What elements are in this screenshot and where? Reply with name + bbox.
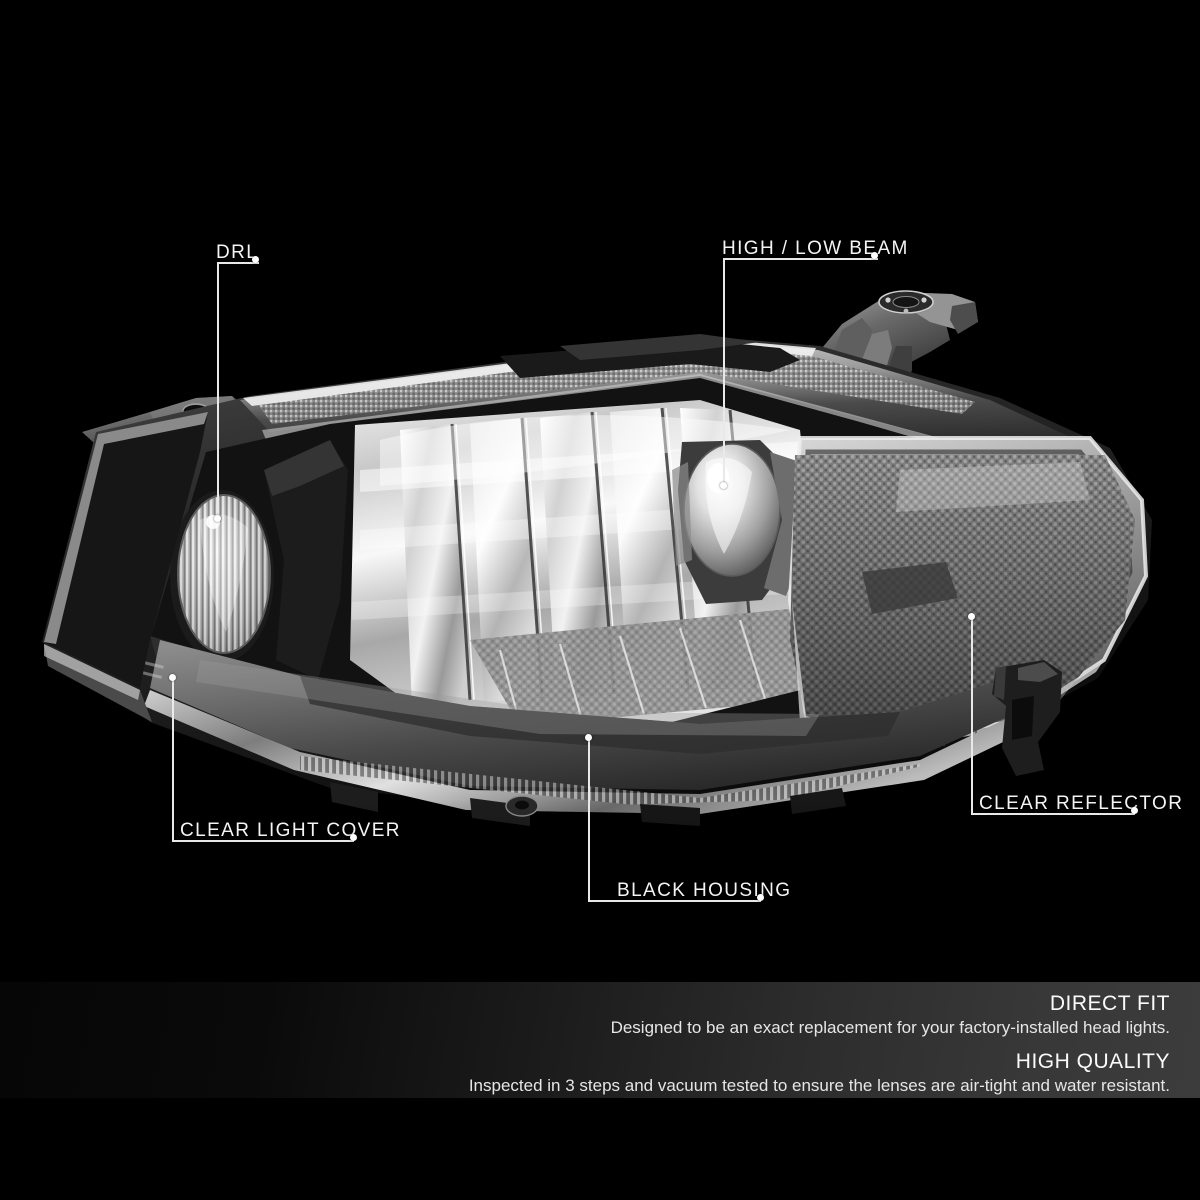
clear-light-cover-edge — [44, 412, 208, 722]
leader-line-vertical-high-low-beam — [723, 258, 725, 486]
anchor-dot-clear-reflector — [968, 613, 975, 620]
leader-line-vertical-clear-light-cover — [172, 678, 174, 841]
leader-dot-drl — [252, 256, 259, 263]
feature-info-panel: DIRECT FIT Designed to be an exact repla… — [0, 982, 1200, 1098]
callout-label-clear-light-cover: CLEAR LIGHT COVER — [180, 820, 401, 841]
leader-dot-clear-reflector — [1131, 807, 1138, 814]
leader-line-vertical-black-housing — [588, 738, 590, 901]
callout-label-high-low-beam: HIGH / LOW BEAM — [722, 238, 909, 259]
callout-label-clear-reflector: CLEAR REFLECTOR — [979, 793, 1184, 814]
leader-line-horizontal-high-low-beam — [723, 258, 878, 260]
anchor-dot-clear-light-cover — [169, 674, 176, 681]
clear-corner-reflector — [787, 436, 1149, 755]
feature-direct-fit: DIRECT FIT Designed to be an exact repla… — [0, 992, 1170, 1038]
leader-dot-black-housing — [757, 894, 764, 901]
leader-line-horizontal-black-housing — [588, 900, 761, 902]
leader-line-horizontal-clear-light-cover — [172, 840, 354, 842]
leader-line-vertical-drl — [217, 262, 219, 520]
leader-line-vertical-clear-reflector — [971, 617, 973, 814]
leader-line-horizontal-drl — [217, 262, 259, 264]
feature-heading: DIRECT FIT — [1049, 992, 1170, 1015]
leader-dot-high-low-beam — [871, 252, 878, 259]
leader-dot-clear-light-cover — [350, 834, 357, 841]
right-mounting-clip — [992, 660, 1062, 776]
feature-high-quality: HIGH QUALITY Inspected in 3 steps and va… — [0, 1050, 1170, 1096]
anchor-dot-high-low-beam — [720, 482, 727, 489]
callout-label-drl: DRL — [216, 242, 259, 263]
anchor-dot-drl — [214, 515, 221, 522]
feature-subtext: Inspected in 3 steps and vacuum tested t… — [468, 1075, 1170, 1095]
feature-subtext: Designed to be an exact replacement for … — [610, 1017, 1170, 1037]
anchor-dot-black-housing — [585, 734, 592, 741]
leader-line-horizontal-clear-reflector — [971, 813, 1135, 815]
feature-heading: HIGH QUALITY — [1015, 1050, 1170, 1074]
callout-label-black-housing: BLACK HOUSING — [617, 880, 792, 901]
